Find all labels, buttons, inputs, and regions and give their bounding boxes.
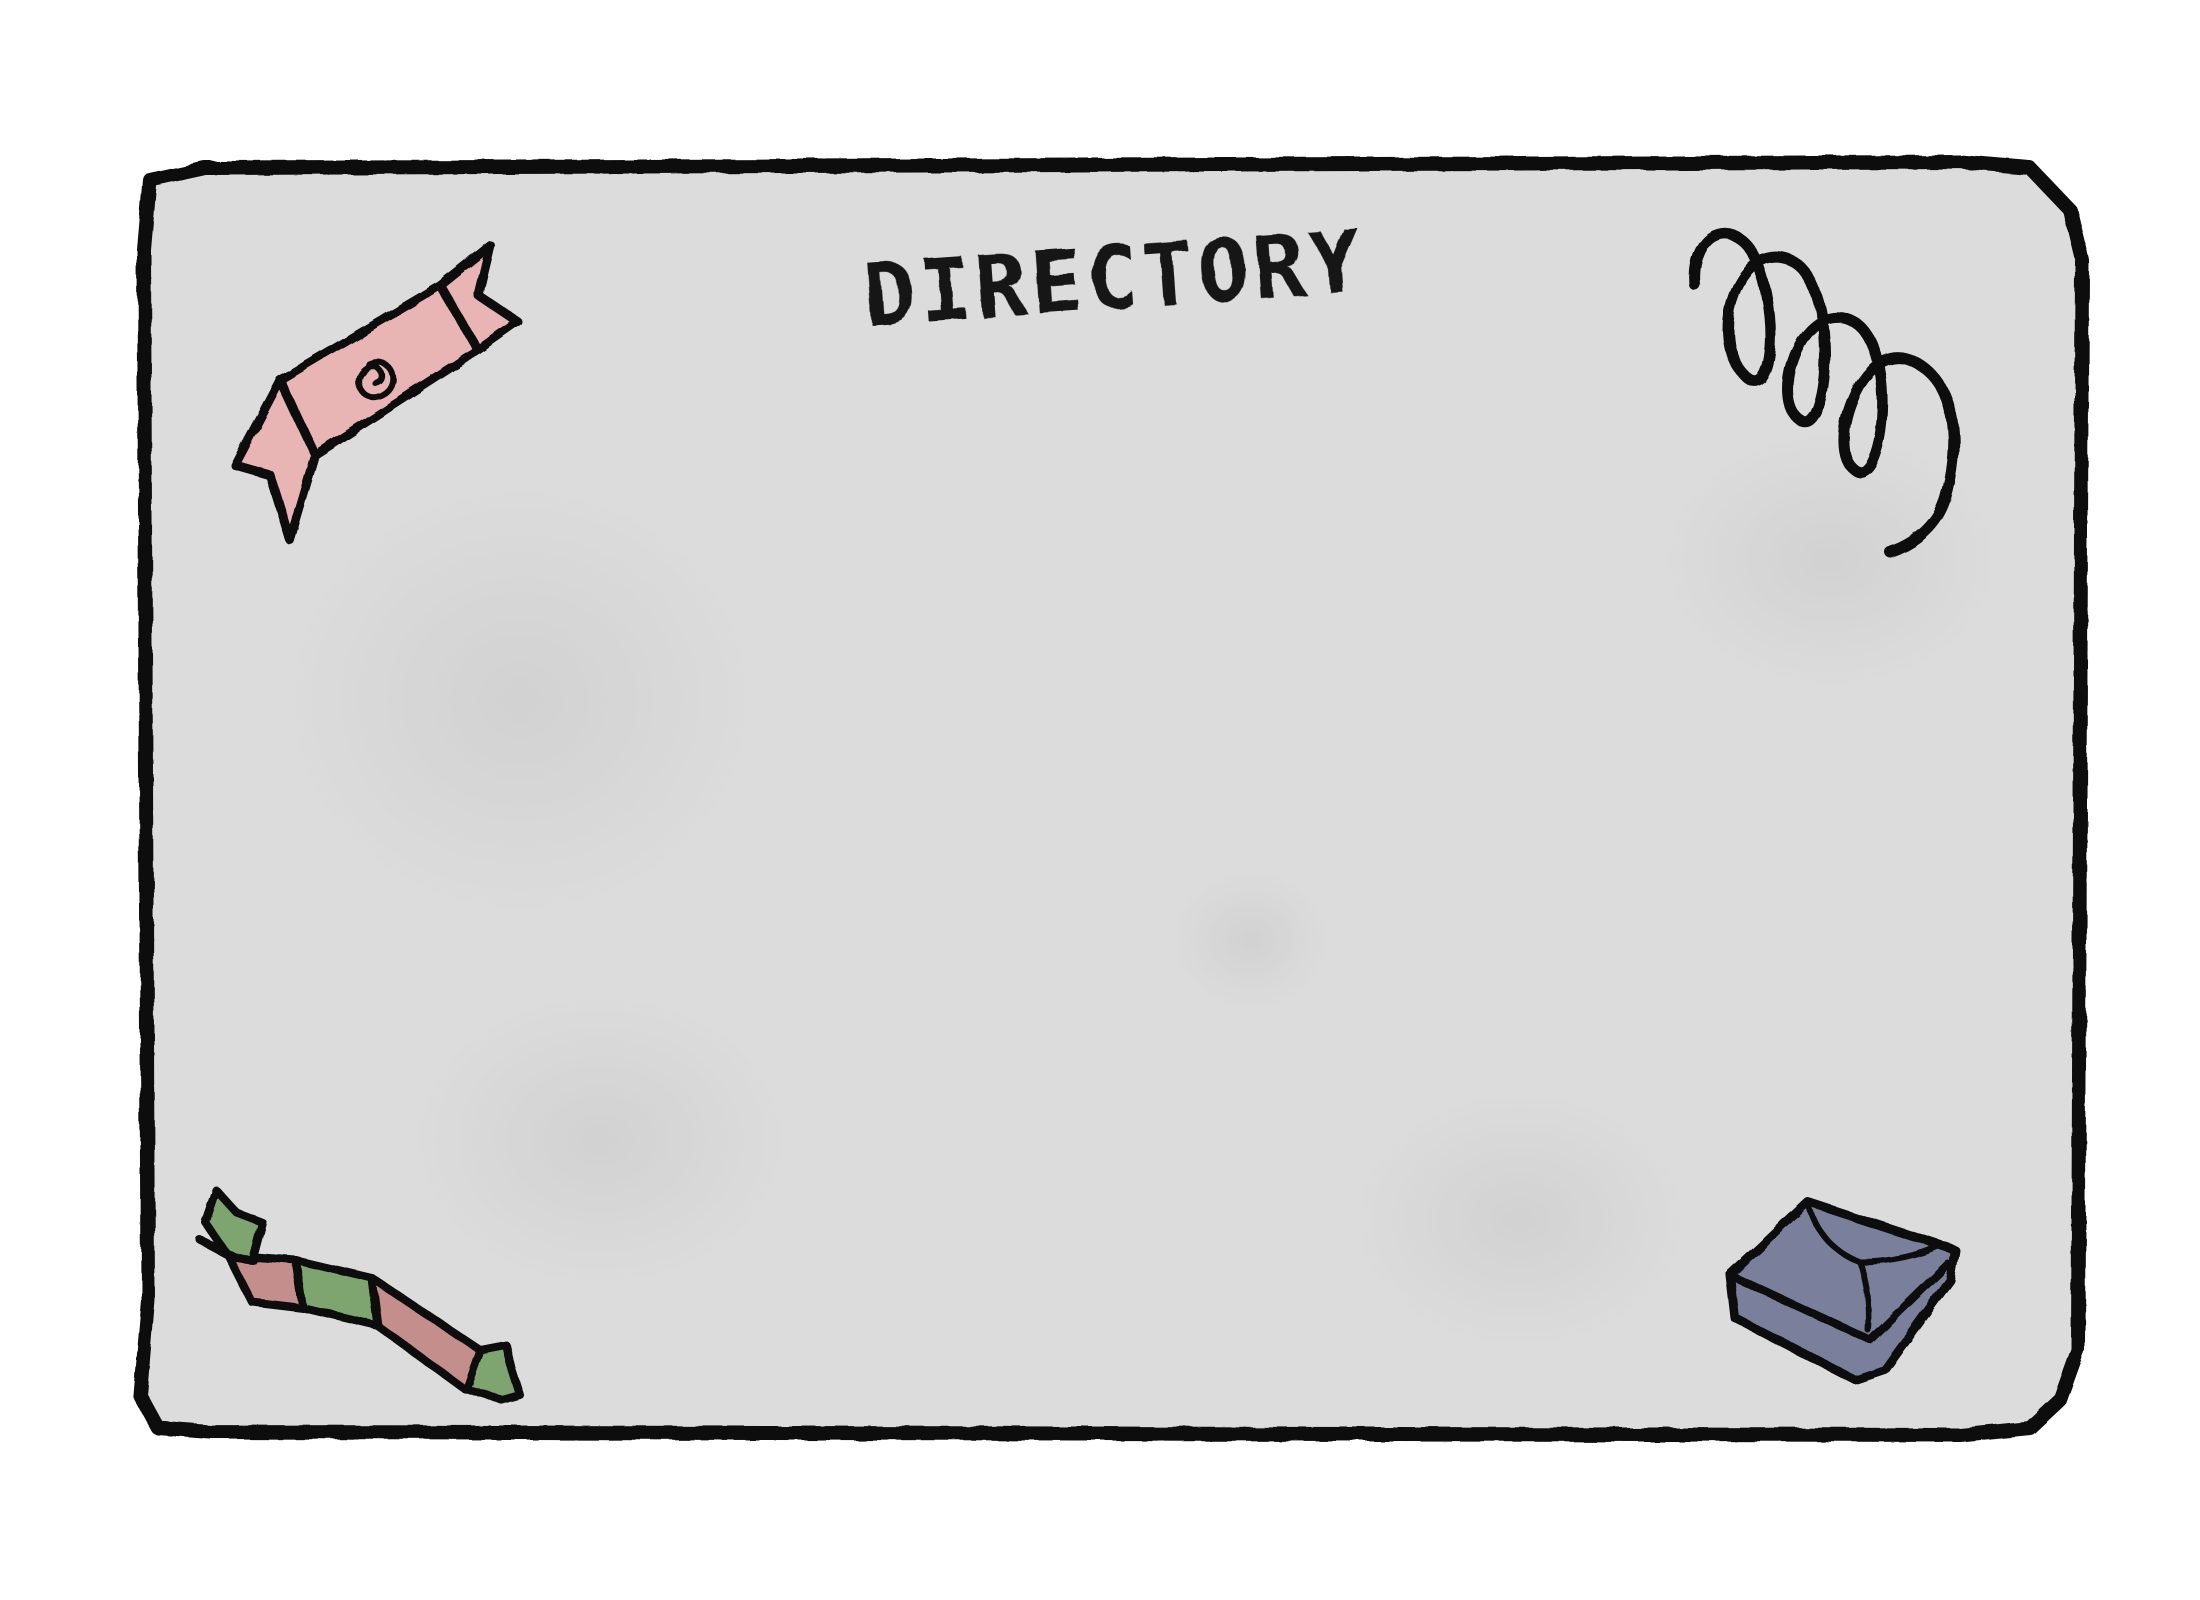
coil-squiggle-icon (1689, 227, 1960, 558)
wrapped-candy-icon (230, 240, 523, 545)
chocolate-bar-icon (1725, 1197, 1960, 1385)
paper-smudges (280, 430, 2000, 1350)
stick-candy-icon (196, 1186, 524, 1404)
